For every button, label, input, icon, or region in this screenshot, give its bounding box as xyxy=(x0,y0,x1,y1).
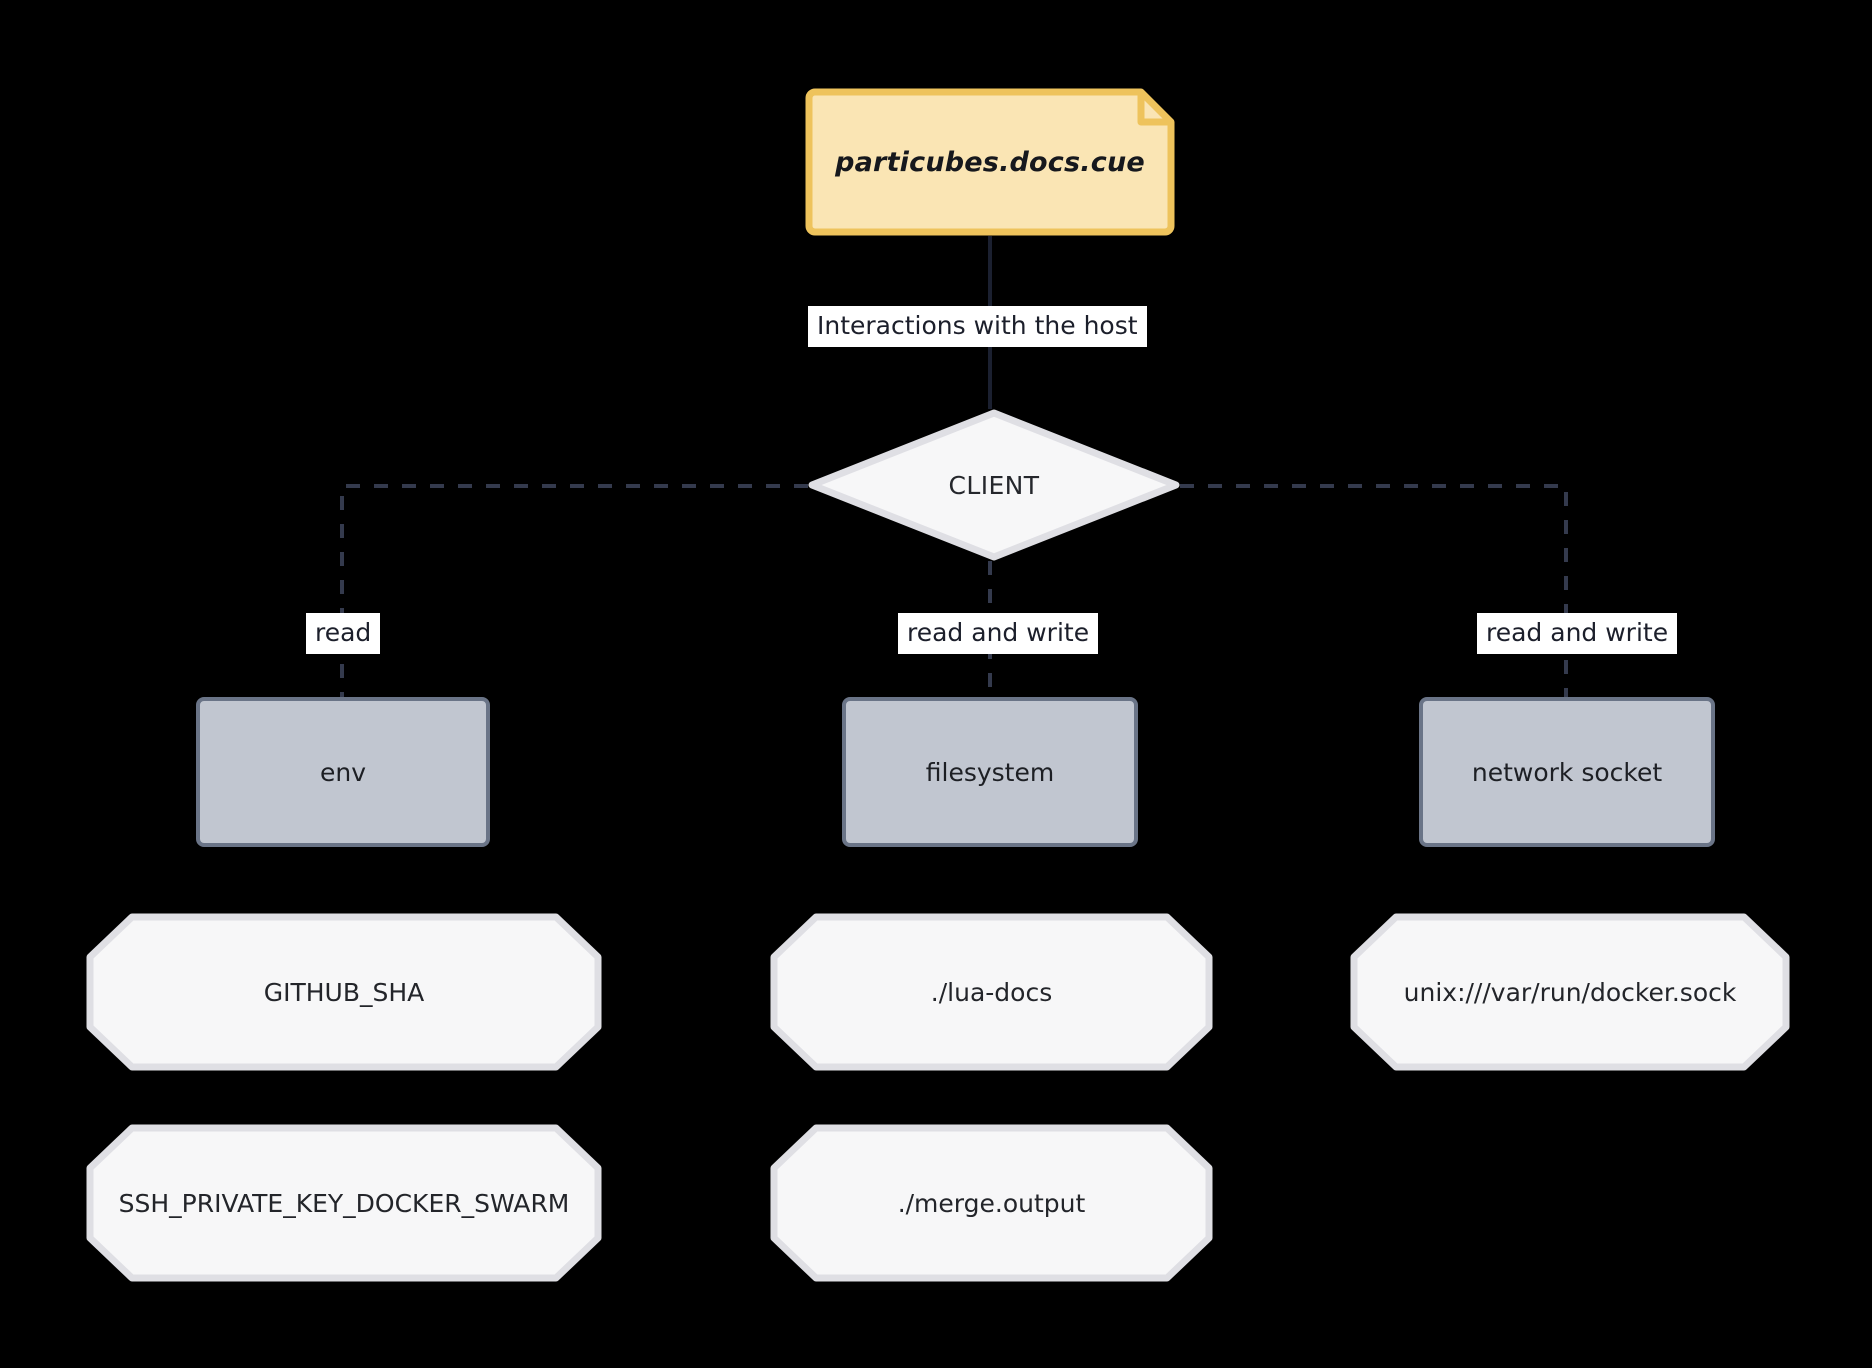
value-node-label: ./merge.output xyxy=(897,1188,1086,1218)
value-node-ssh-private-key-docker-swarm[interactable]: SSH_PRIVATE_KEY_DOCKER_SWARM xyxy=(86,1124,602,1282)
decision-node-client[interactable]: CLIENT xyxy=(808,409,1180,561)
octagon-shape-icon xyxy=(1350,913,1790,1071)
octagon-shape-icon xyxy=(770,1124,1213,1282)
resource-node-network-socket[interactable]: network socket xyxy=(1419,697,1715,847)
octagon-shape-icon xyxy=(86,913,602,1071)
decision-node-label: CLIENT xyxy=(948,470,1040,500)
edge-label-read: read xyxy=(306,613,381,654)
value-node-merge-output[interactable]: ./merge.output xyxy=(770,1124,1213,1282)
value-node-label: GITHUB_SHA xyxy=(263,977,425,1007)
value-node-lua-docs[interactable]: ./lua-docs xyxy=(770,913,1213,1071)
resource-node-filesystem[interactable]: filesystem xyxy=(842,697,1138,847)
value-node-github-sha[interactable]: GITHUB_SHA xyxy=(86,913,602,1071)
value-node-label: SSH_PRIVATE_KEY_DOCKER_SWARM xyxy=(118,1188,570,1218)
resource-node-env[interactable]: env xyxy=(196,697,490,847)
edge-label-interactions-with-the-host: Interactions with the host xyxy=(808,306,1147,347)
resource-node-network-socket-label: network socket xyxy=(1471,757,1663,787)
value-node-docker-sock[interactable]: unix:///var/run/docker.sock xyxy=(1350,913,1790,1071)
edge-label-read-and-write-filesystem: read and write xyxy=(898,613,1099,654)
note-shape-icon xyxy=(805,88,1175,236)
value-node-label: unix:///var/run/docker.sock xyxy=(1403,977,1737,1007)
resource-node-filesystem-label: filesystem xyxy=(925,757,1055,787)
octagon-shape-icon xyxy=(86,1124,602,1282)
note-node-particubes-docs-cue[interactable]: particubes.docs.cue xyxy=(805,88,1175,236)
edge-label-read-and-write-network-socket: read and write xyxy=(1477,613,1678,654)
edge-client-to-network-socket xyxy=(1180,484,1568,697)
edge-client-to-env xyxy=(340,484,808,697)
note-node-label: particubes.docs.cue xyxy=(835,146,1145,178)
resource-node-env-label: env xyxy=(319,757,367,787)
value-node-label: ./lua-docs xyxy=(930,977,1053,1007)
diamond-shape-icon xyxy=(808,409,1180,561)
octagon-shape-icon xyxy=(770,913,1213,1071)
